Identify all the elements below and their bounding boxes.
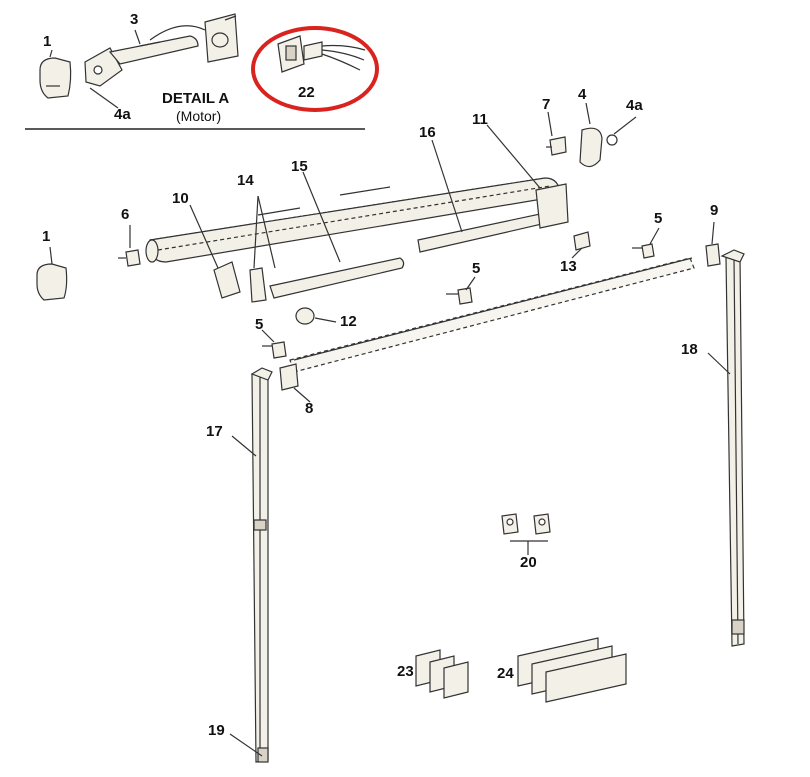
end-cap-part-1 (36, 263, 68, 301)
callout-12: 12 (340, 313, 357, 330)
end-cap-part-1-detail (39, 57, 72, 99)
bearing-part-7 (549, 136, 567, 156)
bar-part-15 (269, 257, 405, 299)
front-rail (279, 257, 695, 391)
leader-lines (49, 49, 731, 757)
bracket-part-10 (213, 261, 241, 299)
screw-part-5-mid (457, 287, 473, 305)
callout-1-left: 1 (42, 228, 51, 245)
callout-1-top: 1 (43, 33, 52, 50)
callout-20: 20 (520, 554, 537, 571)
callout-16: 16 (419, 124, 436, 141)
callout-3: 3 (130, 11, 139, 28)
callout-22: 22 (298, 84, 315, 101)
callout-8: 8 (305, 400, 314, 417)
callout-6: 6 (121, 206, 130, 223)
screw-part-5-right (641, 243, 655, 259)
highlight-circle (251, 26, 379, 112)
arm-part-14 (249, 267, 267, 303)
callout-4a-detail: 4a (114, 106, 131, 123)
callout-4: 4 (578, 86, 587, 103)
callout-9: 9 (710, 202, 719, 219)
callout-17: 17 (206, 423, 223, 440)
arm-part-11 (535, 183, 569, 229)
detail-subtitle: (Motor) (176, 108, 222, 124)
callout-18: 18 (681, 341, 698, 358)
callout-5-left: 5 (255, 316, 264, 333)
callout-23: 23 (397, 663, 414, 680)
callout-24: 24 (497, 665, 514, 682)
bearing-part-6 (125, 249, 141, 267)
callout-4a-right: 4a (626, 97, 643, 114)
motor-head-part (84, 47, 123, 87)
leg-part-17 (250, 367, 273, 763)
motor-end-right (546, 127, 618, 168)
bar-part-16 (417, 213, 545, 253)
roller-tube-assembly (145, 177, 562, 263)
callout-14: 14 (237, 172, 254, 189)
callout-7: 7 (542, 96, 551, 113)
detail-title: DETAIL A (162, 90, 230, 107)
end-cap-part-4 (579, 127, 603, 168)
brackets-part-24 (517, 637, 627, 703)
motor-tube-part-3 (108, 35, 199, 65)
roller-tube (149, 177, 561, 263)
bearing-part-12 (295, 307, 315, 325)
callout-10: 10 (172, 190, 189, 207)
callout-5-right: 5 (654, 210, 663, 227)
callout-15: 15 (291, 158, 308, 175)
bracket-part-9 (705, 243, 721, 267)
leg-part-18 (720, 249, 745, 647)
clips-part-20 (501, 513, 551, 542)
callout-13: 13 (560, 258, 577, 275)
switch-part-22 (251, 26, 379, 112)
detail-a-group (25, 13, 365, 130)
bracket-part-13 (573, 231, 591, 251)
bracket-part-8 (279, 363, 299, 391)
callout-5-mid: 5 (472, 260, 481, 277)
callout-11: 11 (472, 111, 488, 128)
brackets-part-23 (415, 649, 469, 699)
callout-19: 19 (208, 722, 225, 739)
screw-part-5-left (271, 341, 287, 359)
